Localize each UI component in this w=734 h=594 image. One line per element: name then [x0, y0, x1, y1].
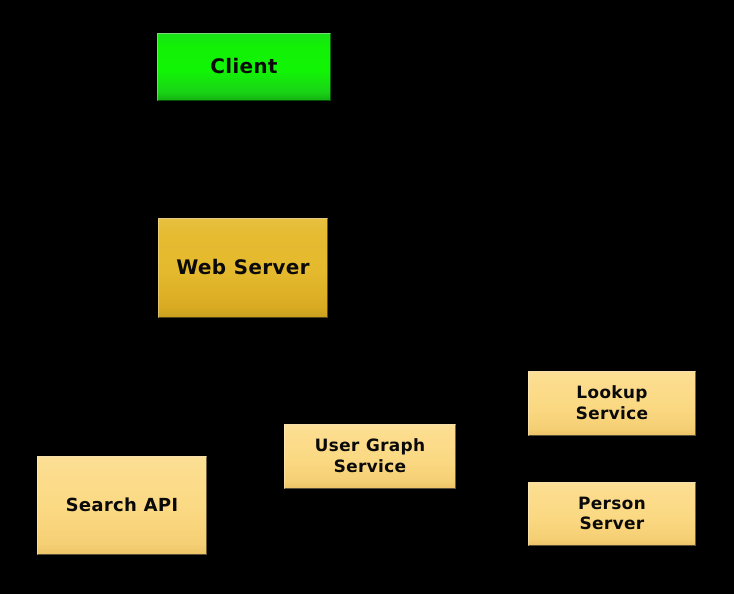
- node-client[interactable]: Client: [157, 33, 331, 101]
- node-client-label: Client: [210, 54, 278, 79]
- node-person-server-label: Person Server: [577, 493, 647, 534]
- node-person-server[interactable]: Person Server: [528, 482, 696, 546]
- node-search-api[interactable]: Search API: [37, 456, 207, 555]
- node-lookup-service-label: Lookup Service: [575, 383, 649, 424]
- node-web-server[interactable]: Web Server: [158, 218, 328, 318]
- node-user-graph-service[interactable]: User Graph Service: [284, 424, 456, 489]
- node-lookup-service[interactable]: Lookup Service: [528, 371, 696, 436]
- node-search-api-label: Search API: [65, 494, 179, 516]
- node-web-server-label: Web Server: [176, 255, 310, 280]
- node-user-graph-service-label: User Graph Service: [314, 436, 426, 477]
